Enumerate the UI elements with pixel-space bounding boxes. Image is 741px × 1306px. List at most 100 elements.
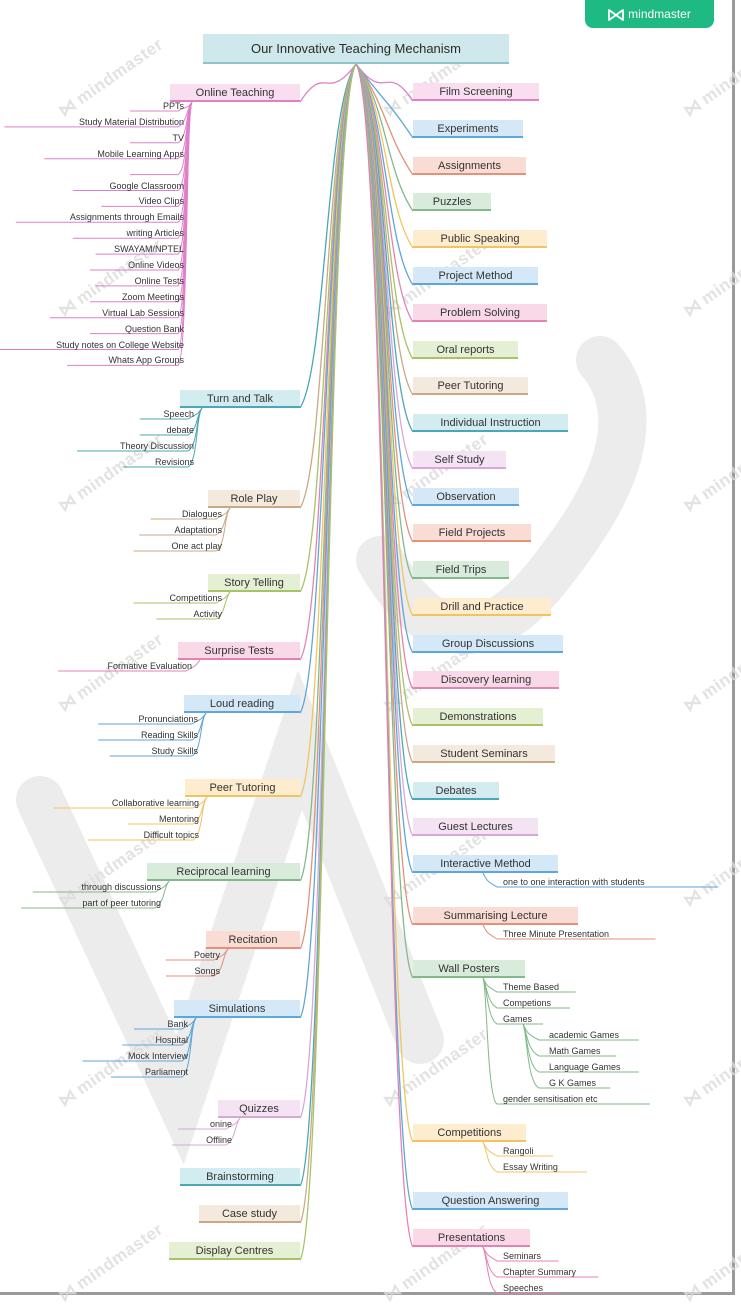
topic-discovery-learning[interactable]: Discovery learning	[413, 671, 559, 689]
leaf-offline[interactable]: Offline	[206, 1135, 232, 1145]
topic-film-screening[interactable]: Film Screening	[413, 83, 539, 101]
leaf-parliament[interactable]: Parliament	[144, 1067, 188, 1077]
leaf-whats-app-groups[interactable]: Whats App Groups	[108, 355, 184, 366]
leaf-one-act-play[interactable]: One act play	[171, 541, 222, 551]
topic-competitions[interactable]: Competitions	[413, 1124, 526, 1142]
leaf-theory-discussion[interactable]: Theory Discussion	[119, 441, 194, 451]
leaf-activity[interactable]: Activity	[193, 609, 222, 619]
leaf-mentoring[interactable]: Mentoring	[158, 814, 199, 824]
topic-public-speaking[interactable]: Public Speaking	[413, 230, 547, 248]
leaf-question-bank[interactable]: Question Bank	[124, 323, 184, 334]
leaf-g-k-games[interactable]: G K Games	[549, 1078, 597, 1088]
topic-problem-solving[interactable]: Problem Solving	[413, 304, 547, 322]
topic-surprise-tests[interactable]: Surprise Tests	[178, 642, 300, 660]
leaf-speeches[interactable]: Speeches	[503, 1283, 544, 1293]
topic-puzzles[interactable]: Puzzles	[413, 193, 491, 211]
leaf-theme-based[interactable]: Theme Based	[503, 982, 560, 992]
topic-drill-and-practice[interactable]: Drill and Practice	[413, 598, 551, 616]
topic-experiments[interactable]: Experiments	[413, 120, 523, 138]
leaf-collaborative-learning[interactable]: Collaborative learning	[111, 798, 199, 808]
topic-debates[interactable]: Debates	[413, 782, 499, 800]
leaf-academic-games[interactable]: academic Games	[549, 1030, 620, 1040]
leaf-formative-evaluation[interactable]: Formative Evaluation	[107, 661, 192, 671]
leaf-debate[interactable]: debate	[166, 425, 194, 435]
leaf-rangoli[interactable]: Rangoli	[503, 1146, 534, 1156]
leaf-pronunciations[interactable]: Pronunciations	[138, 714, 198, 724]
leaf-games[interactable]: Games	[503, 1014, 533, 1024]
leaf-speech[interactable]: Speech	[163, 409, 194, 419]
topic-case-study[interactable]: Case study	[199, 1205, 300, 1223]
leaf-part-of-peer-tutoring[interactable]: part of peer tutoring	[82, 898, 161, 908]
leaf-swayam-nptel[interactable]: SWAYAM/NPTEL	[114, 244, 184, 255]
topic-question-answering[interactable]: Question Answering	[413, 1192, 568, 1210]
topic-turn-and-talk[interactable]: Turn and Talk	[180, 390, 300, 408]
topic-field-trips[interactable]: Field Trips	[413, 561, 509, 579]
leaf-virtual-lab-sessions[interactable]: Virtual Lab Sessions	[102, 307, 184, 318]
topic-self-study[interactable]: Self Study	[413, 451, 506, 469]
topic-field-projects[interactable]: Field Projects	[413, 524, 531, 542]
topic-online-teaching[interactable]: Online Teaching	[170, 84, 300, 102]
leaf-study-notes-on-college-website[interactable]: Study notes on College Website	[56, 339, 184, 350]
brand-badge[interactable]: mindmaster	[585, 0, 714, 28]
topic-quizzes[interactable]: Quizzes	[218, 1100, 300, 1118]
leaf-study-skills[interactable]: Study Skills	[151, 746, 198, 756]
topic-loud-reading[interactable]: Loud reading	[184, 695, 300, 713]
leaf-poetry[interactable]: Poetry	[193, 950, 220, 960]
leaf-online-videos[interactable]: Online Videos	[128, 260, 184, 270]
leaf-songs[interactable]: Songs	[194, 966, 220, 976]
leaf-mobile-learning-apps[interactable]: Mobile Learning Apps	[97, 148, 184, 159]
topic-project-method[interactable]: Project Method	[413, 267, 538, 285]
leaf-onine[interactable]: onine	[209, 1119, 232, 1129]
leaf-ppts[interactable]: PPTs	[162, 101, 184, 111]
leaf-reading-skills[interactable]: Reading Skills	[140, 730, 198, 740]
topic-reciprocal-learning[interactable]: Reciprocal learning	[147, 863, 300, 881]
topic-interactive-method[interactable]: Interactive Method	[413, 855, 558, 873]
topic-wall-posters[interactable]: Wall Posters	[413, 960, 525, 978]
topic-brainstorming[interactable]: Brainstorming	[180, 1168, 300, 1186]
topic-recitation[interactable]: Recitation	[206, 931, 300, 949]
topic-observation[interactable]: Observation	[413, 488, 519, 506]
leaf-adaptations[interactable]: Adaptations	[174, 525, 222, 535]
leaf-through-discussions[interactable]: through discussions	[81, 882, 161, 892]
topic-assignments[interactable]: Assignments	[413, 157, 526, 175]
leaf-tv[interactable]: TV	[172, 132, 184, 143]
topic-demonstrations[interactable]: Demonstrations	[413, 708, 543, 726]
leaf-gender-sensitisation-etc[interactable]: gender sensitisation etc	[503, 1094, 598, 1104]
topic-peer-tutoring[interactable]: Peer Tutoring	[185, 779, 300, 797]
leaf-bank[interactable]: Bank	[167, 1019, 188, 1029]
leaf-one-to-one-interaction-with-students[interactable]: one to one interaction with students	[503, 877, 645, 887]
leaf-writing-articles[interactable]: writing Articles	[126, 228, 184, 239]
leaf-study-material-distribution[interactable]: Study Material Distribution	[78, 116, 184, 127]
topic-oral-reports[interactable]: Oral reports	[413, 341, 518, 359]
leaf-competitions[interactable]: Competitions	[169, 593, 222, 603]
leaf-assignments-through-emails[interactable]: Assignments through Emails	[69, 212, 184, 223]
leaf-three-minute-presentation[interactable]: Three Minute Presentation	[503, 929, 610, 939]
topic-story-telling[interactable]: Story Telling	[208, 574, 300, 592]
topic-presentations[interactable]: Presentations	[413, 1229, 530, 1247]
topic-simulations[interactable]: Simulations	[174, 1000, 300, 1018]
leaf-dialogues[interactable]: Dialogues	[181, 509, 222, 519]
leaf-language-games[interactable]: Language Games	[549, 1062, 621, 1072]
leaf-seminars[interactable]: Seminars	[503, 1251, 542, 1261]
topic-display-centres[interactable]: Display Centres	[169, 1242, 300, 1260]
leaf-item[interactable]	[144, 163, 184, 177]
topic-guest-lectures[interactable]: Guest Lectures	[413, 818, 538, 836]
topic-peer-tutoring[interactable]: Peer Tutoring	[413, 377, 528, 395]
central-topic[interactable]: Our Innovative Teaching Mechanism	[203, 34, 509, 64]
leaf-google-classroom[interactable]: Google Classroom	[109, 180, 184, 191]
topic-role-play[interactable]: Role Play	[208, 490, 300, 508]
topic-student-seminars[interactable]: Student Seminars	[413, 745, 555, 763]
leaf-zoom-meetings[interactable]: Zoom Meetings	[121, 291, 184, 302]
leaf-mock-interview[interactable]: Mock Interview	[127, 1051, 188, 1061]
leaf-difficult-topics[interactable]: Difficult topics	[143, 830, 199, 840]
leaf-math-games[interactable]: Math Games	[549, 1046, 601, 1056]
topic-summarising-lecture[interactable]: Summarising Lecture	[413, 907, 578, 925]
leaf-chapter-summary[interactable]: Chapter Summary	[503, 1267, 577, 1277]
leaf-competions[interactable]: Competions	[503, 998, 552, 1008]
topic-group-discussions[interactable]: Group Discussions	[413, 635, 563, 653]
leaf-hospital[interactable]: Hospital	[155, 1035, 188, 1045]
topic-individual-instruction[interactable]: Individual Instruction	[413, 414, 568, 432]
leaf-essay-writing[interactable]: Essay Writing	[503, 1162, 558, 1172]
leaf-revisions[interactable]: Revisions	[154, 457, 194, 467]
leaf-online-tests[interactable]: Online Tests	[134, 275, 184, 286]
